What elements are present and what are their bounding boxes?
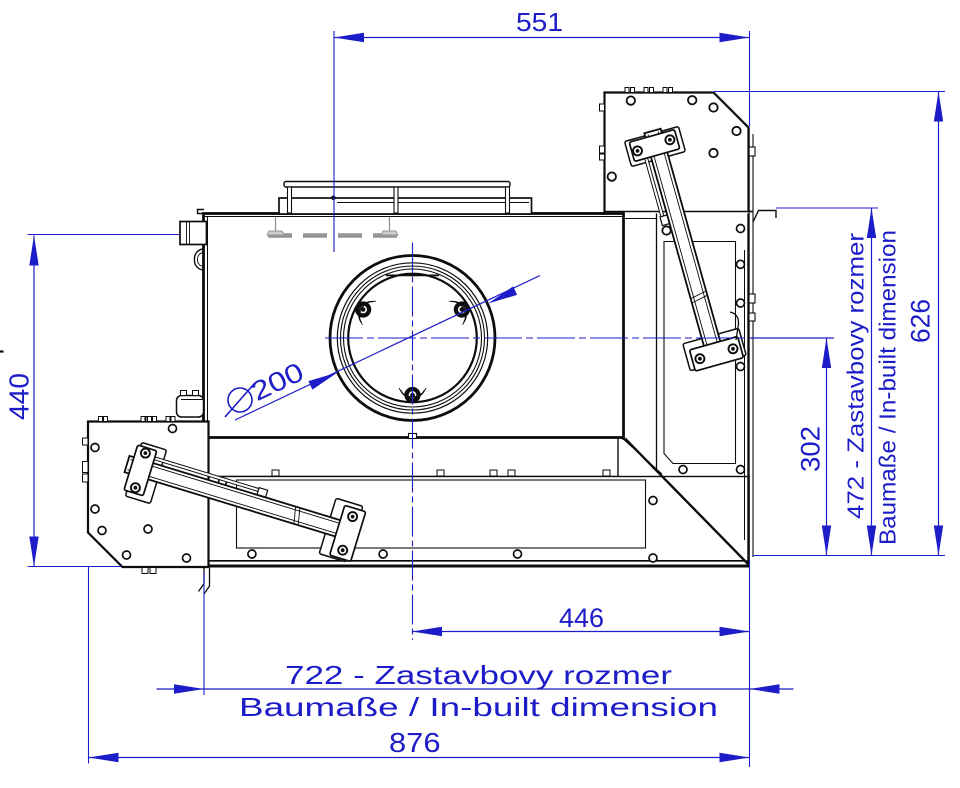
svg-text:722 - Zastavbovy rozmer: 722 - Zastavbovy rozmer <box>285 660 672 690</box>
svg-text:551: 551 <box>516 7 563 37</box>
svg-text:446: 446 <box>559 603 604 633</box>
svg-text:Baumaße / In-built dimension: Baumaße / In-built dimension <box>239 692 718 722</box>
svg-text:876: 876 <box>389 727 441 758</box>
svg-text:302: 302 <box>796 426 826 472</box>
svg-text:Baumaße / In-built dimension: Baumaße / In-built dimension <box>875 230 901 545</box>
svg-text:626: 626 <box>906 299 936 343</box>
svg-text:472 - Zastavbovy rozmer: 472 - Zastavbovy rozmer <box>843 233 869 519</box>
svg-text:440: 440 <box>4 373 35 420</box>
